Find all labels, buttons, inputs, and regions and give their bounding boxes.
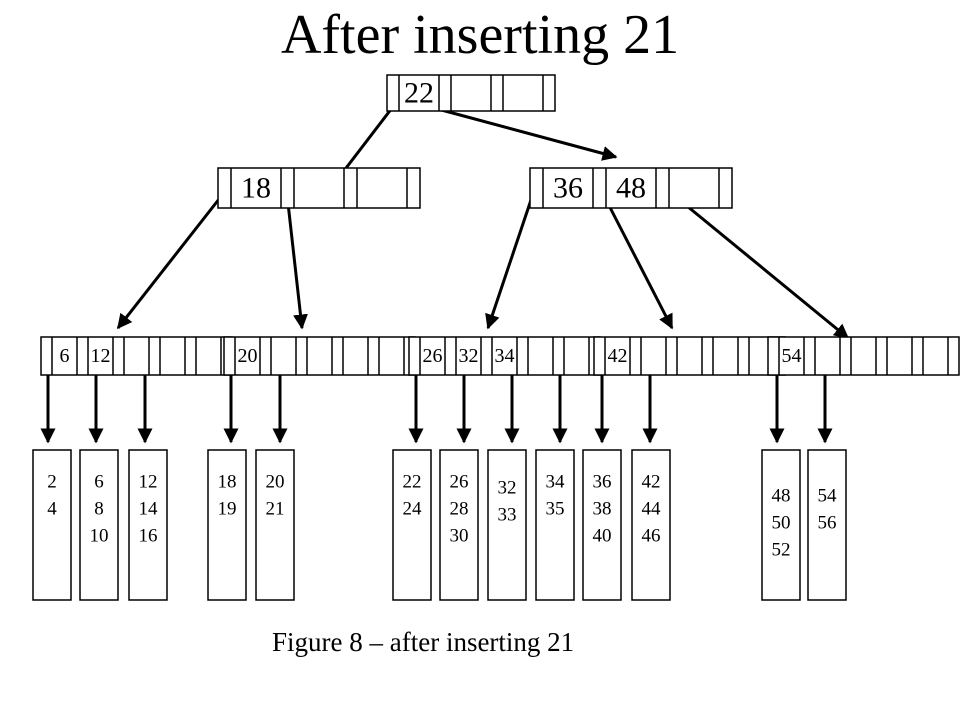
bucket-value: 24 [403,499,423,520]
bucket-value: 48 [772,486,791,507]
internal-node-1-box [217,167,421,209]
data-bucket-3 [128,449,168,601]
bucket-value: 36 [593,472,612,493]
bucket-value: 20 [266,472,285,493]
bucket-value: 6 [94,472,104,493]
bucket-value: 14 [139,499,159,520]
bucket-value: 32 [498,478,517,499]
bucket-value: 40 [593,526,612,547]
internal-node-2-key: 48 [616,172,646,205]
data-bucket-5 [255,449,295,601]
data-bucket-8 [487,449,527,601]
root-node-box [386,74,556,112]
leaf-node-3-box [408,336,601,376]
bucket-value: 21 [266,499,285,520]
bucket-value: 16 [139,526,158,547]
leaf-node-1-box [40,336,233,376]
leaf-node-4-box [593,336,786,376]
pointer-arrow [664,186,850,340]
bucket-value: 42 [642,472,661,493]
bucket-value: 28 [450,499,469,520]
bucket-value: 50 [772,513,791,534]
data-bucket-13 [807,449,847,601]
bucket-value: 46 [642,526,661,547]
leaf-node-3-key: 26 [423,345,443,367]
data-bucket-1 [32,449,72,601]
leaf-node-2-key: 20 [238,345,258,367]
pointer-arrow [485,187,537,330]
bucket-value: 33 [498,505,517,526]
internal-node-2-key: 36 [553,172,583,205]
leaf-node-4-key: 42 [608,345,628,367]
bucket-value: 8 [94,499,104,520]
data-bucket-11 [631,449,671,601]
bucket-value: 56 [818,513,837,534]
bucket-value: 19 [218,499,237,520]
root-node-key: 22 [404,77,434,110]
bucket-value: 34 [546,472,566,493]
bucket-value: 10 [90,526,109,547]
bucket-value: 22 [403,472,422,493]
data-bucket-9 [535,449,575,601]
bucket-value: 26 [450,472,469,493]
data-bucket-7 [439,449,479,601]
internal-node-1-key: 18 [241,172,271,205]
bucket-value: 30 [450,526,469,547]
leaf-node-1-key: 12 [91,345,111,367]
leaf-node-5-key: 54 [782,345,802,367]
bucket-value: 35 [546,499,565,520]
data-bucket-4 [207,449,247,601]
data-bucket-2 [79,449,119,601]
pointer-arrow [116,193,225,330]
internal-node-2-box [529,167,733,209]
leaf-node-3-key: 32 [459,345,479,367]
bucket-value: 12 [139,472,158,493]
leaf-node-2-box [223,336,416,376]
leaf-node-3-key: 34 [495,345,515,367]
bucket-value: 4 [47,499,57,520]
pointer-arrow [433,106,618,161]
bucket-value: 18 [218,472,237,493]
pointer-arrow [286,202,308,330]
bucket-value: 54 [818,486,838,507]
leaf-node-1-key: 6 [60,345,70,367]
data-bucket-12 [761,449,801,601]
data-bucket-10 [582,449,622,601]
bucket-value: 2 [47,472,57,493]
pointer-arrow [598,187,674,330]
diagram-title: After inserting 21 [280,4,680,66]
bucket-value: 52 [772,540,791,561]
leaf-node-5-box [767,336,960,376]
figure-caption: Figure 8 – after inserting 21 [272,627,575,657]
data-bucket-6 [392,449,432,601]
bucket-value: 44 [642,499,662,520]
bucket-value: 38 [593,499,612,520]
